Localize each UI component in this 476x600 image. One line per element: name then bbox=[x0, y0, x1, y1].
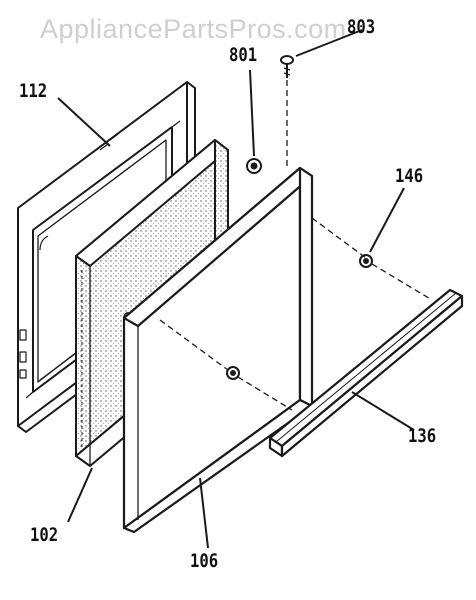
label-112: 112 bbox=[19, 80, 48, 102]
label-801: 801 bbox=[229, 44, 258, 66]
part-136-handle-trim bbox=[268, 288, 464, 458]
label-106: 106 bbox=[190, 550, 219, 572]
part-146-grommet-upper bbox=[359, 254, 373, 268]
label-102: 102 bbox=[30, 524, 59, 546]
label-136: 136 bbox=[408, 425, 437, 447]
part-803-screw bbox=[280, 55, 294, 78]
alignment-lines bbox=[159, 80, 433, 411]
part-146-grommet-lower bbox=[226, 366, 240, 380]
watermark: AppliancePartsPros.com bbox=[40, 14, 347, 44]
label-146: 146 bbox=[395, 165, 424, 187]
label-803: 803 bbox=[347, 16, 376, 38]
leader-lines bbox=[57, 29, 415, 549]
part-801-nut bbox=[246, 158, 262, 174]
